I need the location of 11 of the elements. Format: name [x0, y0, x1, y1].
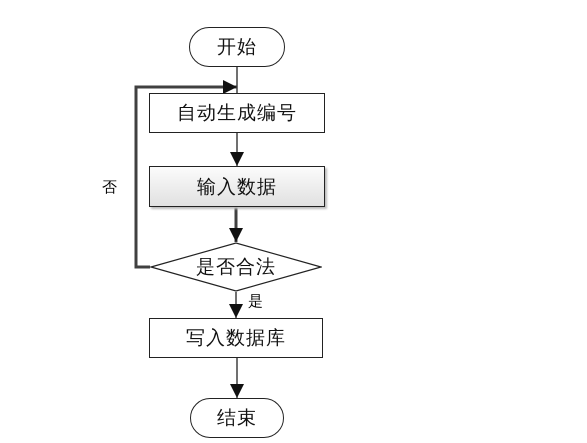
- input-box: 输入数据: [149, 166, 325, 207]
- process-box: 写入数据库: [149, 318, 323, 358]
- process-box: 自动生成编号: [149, 93, 325, 133]
- arrow: [229, 207, 243, 242]
- decision-diamond: 是否合法: [150, 242, 322, 292]
- edge-label: 是: [246, 292, 265, 310]
- arrow: [134, 80, 237, 268]
- arrow: [230, 133, 244, 166]
- edge-label: 否: [100, 178, 119, 196]
- arrow: [229, 292, 243, 318]
- arrow: [230, 358, 244, 398]
